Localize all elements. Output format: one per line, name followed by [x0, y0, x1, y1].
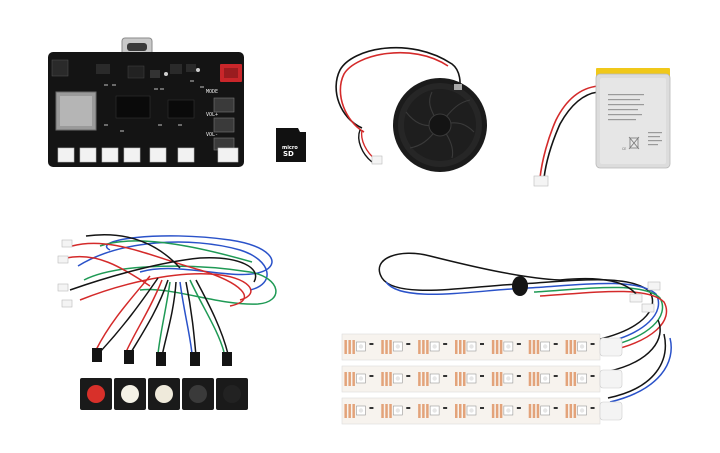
- push-buttons: [80, 378, 248, 410]
- led-strip: [341, 365, 623, 393]
- mode-label: MODE: [206, 89, 218, 95]
- led-strip: [341, 397, 623, 425]
- vol-plus-label: VOL+: [206, 112, 218, 118]
- ce-mark: CE: [622, 147, 626, 151]
- battery-plug: [533, 175, 549, 187]
- speaker-plug: [371, 155, 383, 165]
- sound-board: MODE VOL+ VOL-: [48, 37, 244, 167]
- main-chip: [115, 95, 151, 119]
- mode-switch: [213, 97, 235, 113]
- bottom-connectors: [57, 147, 239, 163]
- sd-brand: micro: [282, 145, 298, 151]
- sd-type: SD: [283, 150, 294, 158]
- micro-sd-card: micro SD: [276, 128, 306, 162]
- vol-minus-label: VOL-: [206, 132, 218, 138]
- recycle-icon: [628, 136, 640, 150]
- harness-connectors: [57, 239, 73, 308]
- button-harness: [57, 234, 277, 410]
- speaker: [335, 46, 487, 172]
- led-strip: [341, 333, 623, 361]
- led-strips: [341, 252, 672, 425]
- lipo-battery: CE: [533, 68, 671, 187]
